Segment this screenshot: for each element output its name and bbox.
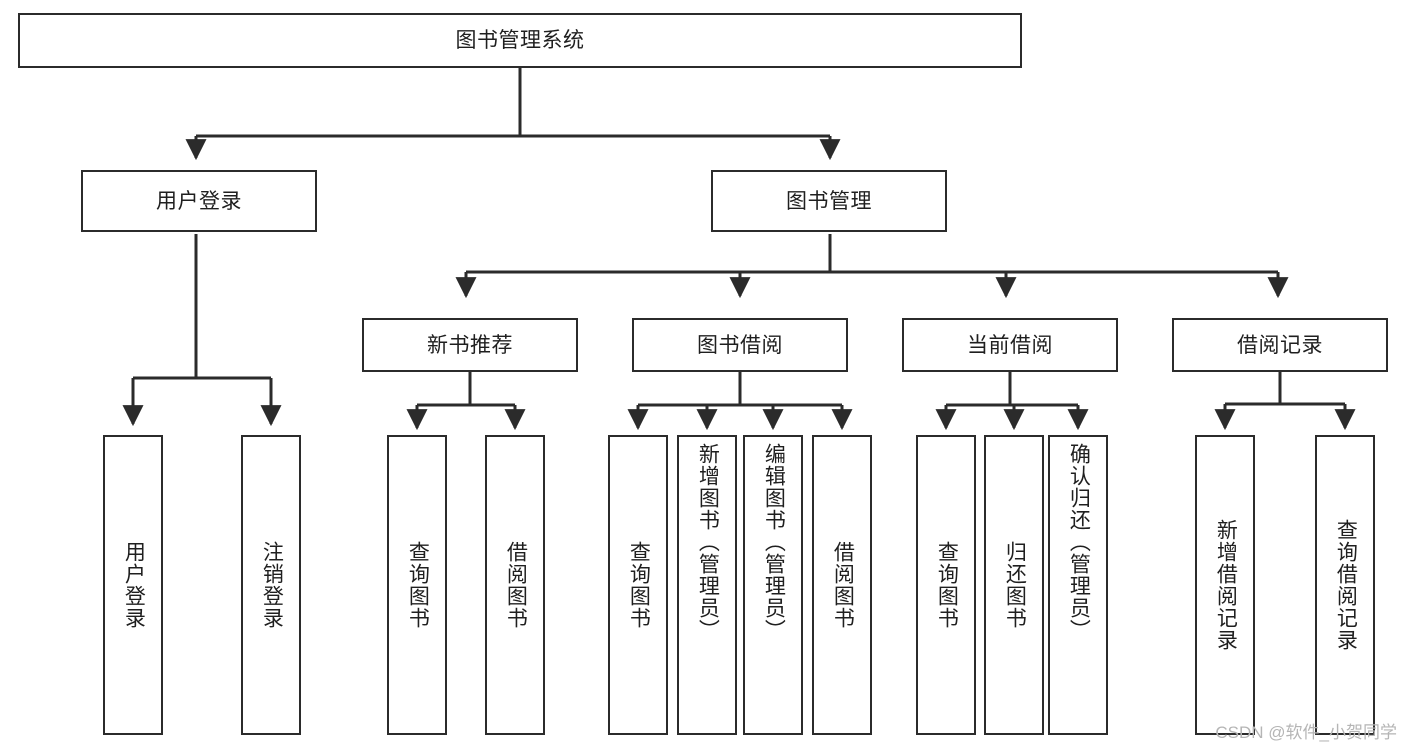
node-label: 图书借阅 [697, 333, 783, 357]
node-label: 用户登录 [156, 189, 242, 213]
node-label: 新增借阅记录 [1214, 519, 1238, 651]
node-book-borrow[interactable]: 图书借阅 [632, 318, 848, 372]
leaf-user-login[interactable]: 用户登录 [103, 435, 163, 735]
node-label: 图书管理系统 [455, 29, 585, 52]
leaf-logout[interactable]: 注销登录 [241, 435, 301, 735]
node-label: 确认归还（管理员） [1067, 443, 1091, 641]
node-label: 新书推荐 [427, 333, 513, 357]
leaf-query-borrow-record[interactable]: 查询借阅记录 [1315, 435, 1375, 735]
node-label: 查询图书 [627, 541, 651, 629]
node-label: 借阅图书 [504, 541, 528, 629]
leaf-return-book[interactable]: 归还图书 [984, 435, 1044, 735]
node-label: 用户登录 [122, 541, 146, 629]
node-label: 借阅记录 [1237, 333, 1323, 357]
node-book-management-system[interactable]: 图书管理系统 [18, 13, 1022, 68]
node-label: 当前借阅 [967, 333, 1053, 357]
leaf-edit-book-admin[interactable]: 编辑图书（管理员） [743, 435, 803, 735]
leaf-borrow-book[interactable]: 借阅图书 [812, 435, 872, 735]
node-new-book-recommend[interactable]: 新书推荐 [362, 318, 578, 372]
node-label: 归还图书 [1003, 541, 1027, 629]
leaf-query-book-borrow[interactable]: 查询图书 [608, 435, 668, 735]
node-borrow-record[interactable]: 借阅记录 [1172, 318, 1388, 372]
leaf-query-book-current[interactable]: 查询图书 [916, 435, 976, 735]
node-label: 查询图书 [935, 541, 959, 629]
leaf-add-borrow-record[interactable]: 新增借阅记录 [1195, 435, 1255, 735]
leaf-add-book-admin[interactable]: 新增图书（管理员） [677, 435, 737, 735]
leaf-confirm-return-admin[interactable]: 确认归还（管理员） [1048, 435, 1108, 735]
node-label: 注销登录 [260, 541, 284, 629]
leaf-query-book-recommend[interactable]: 查询图书 [387, 435, 447, 735]
node-label: 借阅图书 [831, 541, 855, 629]
leaf-borrow-book-recommend[interactable]: 借阅图书 [485, 435, 545, 735]
node-label: 编辑图书（管理员） [762, 443, 786, 641]
node-label: 新增图书（管理员） [696, 443, 720, 641]
node-label: 查询借阅记录 [1334, 519, 1358, 651]
watermark: CSDN @软件_小贺同学 [1215, 723, 1397, 742]
node-book-management[interactable]: 图书管理 [711, 170, 947, 232]
node-label: 查询图书 [406, 541, 430, 629]
node-user-login[interactable]: 用户登录 [81, 170, 317, 232]
node-current-borrow[interactable]: 当前借阅 [902, 318, 1118, 372]
node-label: 图书管理 [786, 189, 872, 213]
